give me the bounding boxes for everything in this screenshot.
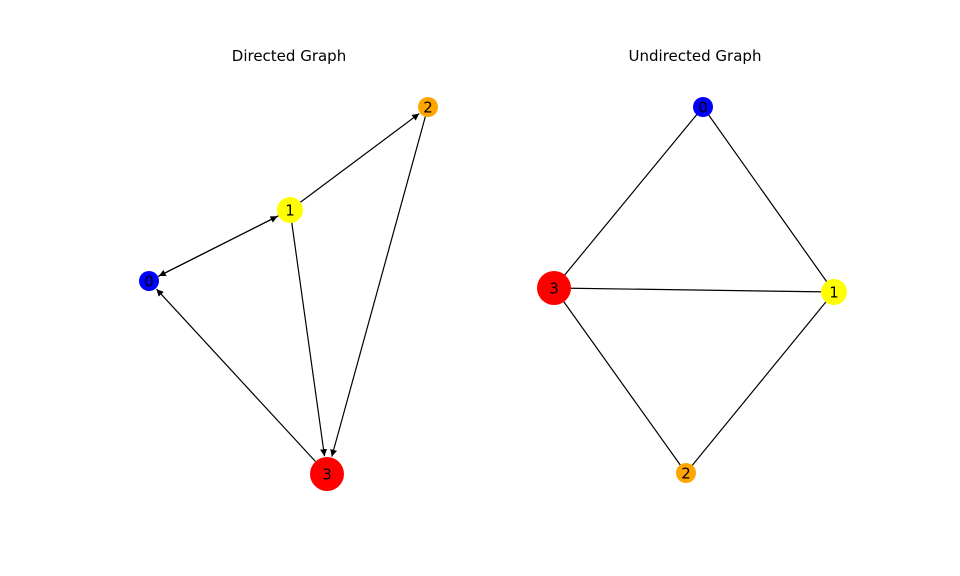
undirected-node-2: 2 [676,463,696,483]
directed-node-1-label: 1 [285,202,295,220]
undirected-edge-0-1 [702,106,835,293]
undirected-edge-1-3 [553,287,835,293]
undirected-node-3-circle [537,271,571,305]
directed-node-0-circle [139,271,159,291]
undirected-node-2-label: 2 [681,465,691,483]
undirected-edge-2-3 [553,287,687,474]
undirected-node-1-label: 1 [829,284,839,302]
undirected-node-1: 1 [821,279,847,305]
directed-nodes: 0 1 2 3 [139,97,438,491]
undirected-node-1-circle [821,279,847,305]
directed-edge-1-0 [158,215,279,277]
directed-edge-1-3 [291,222,327,457]
directed-graph-title: Directed Graph [232,47,346,65]
directed-node-0-label: 0 [144,273,154,291]
undirected-node-2-circle [676,463,696,483]
directed-node-2-circle [418,97,438,117]
undirected-graph-title: Undirected Graph [629,47,762,65]
undirected-edge-0-3 [553,106,704,289]
directed-node-0: 0 [139,271,159,291]
directed-node-3-circle [310,457,344,491]
directed-node-1-circle [277,197,303,223]
undirected-node-0: 0 [693,97,713,117]
directed-node-2-label: 2 [423,99,433,117]
undirected-edge-1-2 [685,291,835,474]
undirected-graph-panel: Undirected Graph 0 1 2 3 [537,47,847,483]
undirected-node-3: 3 [537,271,571,305]
directed-edge-3-0 [156,288,316,462]
directed-node-2: 2 [418,97,438,117]
directed-node-3: 3 [310,457,344,491]
directed-node-3-label: 3 [322,466,332,484]
directed-graph-panel: Directed Graph 0 1 2 3 [139,47,438,491]
directed-edges [156,113,426,462]
undirected-node-0-label: 0 [698,99,708,117]
undirected-nodes: 0 1 2 3 [537,97,847,483]
directed-edge-2-3 [330,116,426,457]
directed-edge-1-2 [300,113,420,203]
undirected-edges [553,106,835,474]
directed-node-1: 1 [277,197,303,223]
undirected-node-3-label: 3 [549,280,559,298]
undirected-node-0-circle [693,97,713,117]
